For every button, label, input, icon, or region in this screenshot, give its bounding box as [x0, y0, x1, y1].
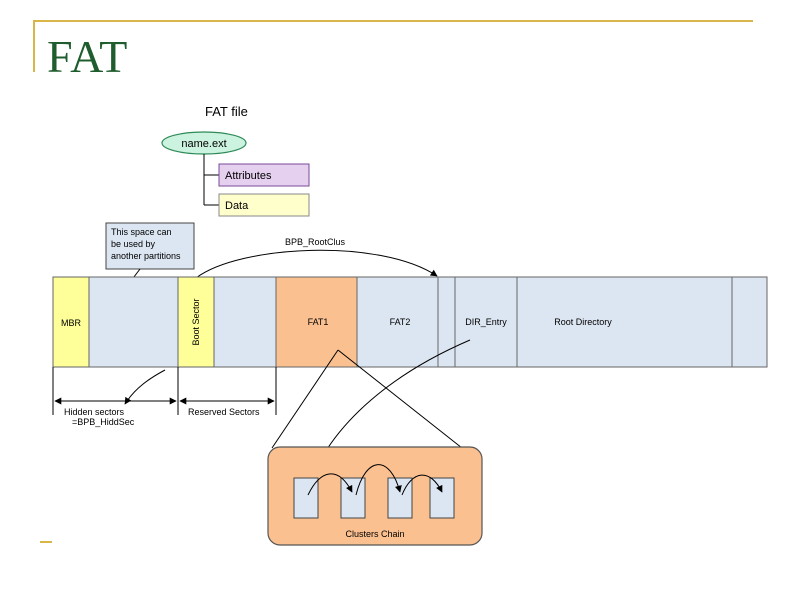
file-node-label: name.ext — [181, 138, 226, 150]
fat1-zoom-line-left — [271, 349, 339, 449]
hidden-sectors-formula: =BPB_HiddSec — [72, 417, 135, 427]
mbr-segment — [52, 276, 90, 368]
cluster-3 — [387, 477, 413, 519]
attributes-box — [218, 163, 310, 187]
hidden-sectors-pointer-arrow — [124, 369, 166, 405]
chain-arrow-2 — [355, 464, 402, 496]
fat2-label: FAT2 — [390, 317, 411, 327]
cluster-4 — [429, 477, 455, 519]
dir-entry-label: DIR_Entry — [465, 317, 507, 327]
hidden-sectors-label: Hidden sectors — [64, 407, 125, 417]
fat-file-header: FAT file — [205, 104, 248, 119]
chain-arrow-3 — [401, 474, 443, 496]
callout-line-2: be used by — [111, 239, 156, 249]
clusters-chain-label: Clusters Chain — [345, 529, 404, 539]
reserved-area-segment — [213, 276, 277, 368]
hidden-area-segment — [88, 276, 179, 368]
reserved-sectors-label: Reserved Sectors — [188, 407, 260, 417]
callout-line-1: This space can — [111, 227, 172, 237]
clusters-chain-box — [267, 446, 483, 546]
bottom-bullet-dash — [40, 541, 52, 543]
title-left-rule — [33, 20, 35, 72]
root-clus-arrow — [195, 249, 438, 279]
fat1-label: FAT1 — [308, 317, 329, 327]
root-directory-segment — [516, 276, 733, 368]
trailing-segment — [731, 276, 768, 368]
callout-box — [105, 222, 195, 270]
data-label: Data — [225, 200, 249, 212]
boot-sector-label: Boot Sector — [191, 298, 201, 345]
cluster-2 — [340, 477, 366, 519]
callout-line-3: another partitions — [111, 251, 181, 261]
title-top-rule — [33, 20, 753, 22]
attributes-label: Attributes — [225, 170, 272, 182]
chain-arrow-1 — [307, 473, 353, 496]
root-directory-label: Root Directory — [554, 317, 612, 327]
fat1-zoom-line-right — [337, 349, 463, 449]
data-box — [218, 193, 310, 217]
fat2-segment — [356, 276, 439, 368]
slide-title: FAT — [47, 31, 129, 82]
root-clus-label: BPB_RootClus — [285, 237, 346, 247]
mbr-label: MBR — [61, 318, 82, 328]
